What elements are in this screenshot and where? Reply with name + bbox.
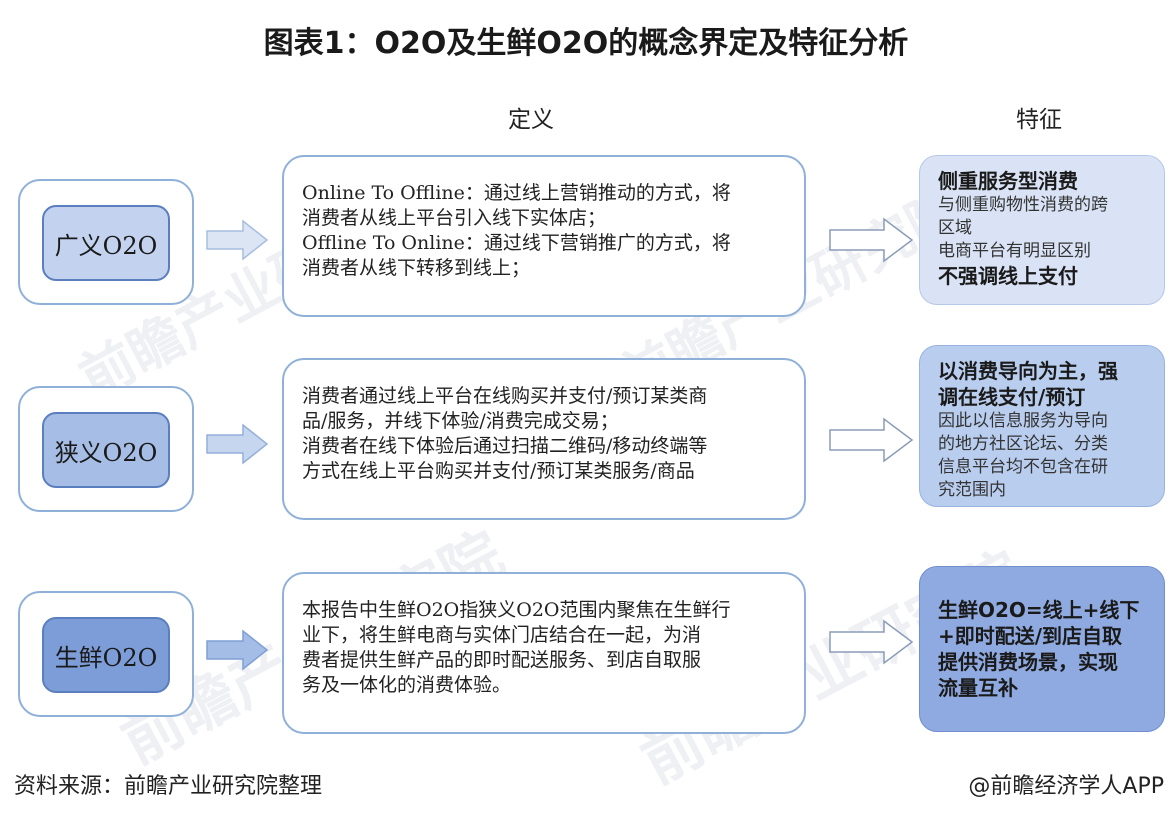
- source-note: 资料来源：前瞻产业研究院整理: [14, 774, 323, 799]
- concept-box-narrow: 狭义O2O: [18, 386, 194, 512]
- features-column-header: 特征: [1016, 107, 1062, 133]
- feature-line: 与侧重购物性消费的跨: [938, 195, 1108, 215]
- arrow-right-icon: [829, 417, 914, 463]
- definition-line: 方式在线上平台购买并支付/预订某类服务/商品: [302, 460, 695, 482]
- features-box-fresh: 生鲜O2O=线上+线下 +即时配送/到店自取 提供消费场景，实现 流量互补: [919, 566, 1165, 732]
- feature-line: 提供消费场景，实现: [938, 650, 1118, 674]
- arrow-right-icon: [206, 219, 269, 261]
- arrow-right-icon: [206, 629, 269, 671]
- feature-line: 侧重服务型消费: [938, 169, 1078, 193]
- definition-box-broad: Online To Offline：通过线上营销推动的方式，将 消费者从线上平台…: [282, 155, 806, 317]
- feature-line: +即时配送/到店自取: [938, 624, 1123, 648]
- definition-line: 品/服务，并线下体验/消费完成交易；: [302, 410, 619, 432]
- concept-box-fresh: 生鲜O2O: [18, 591, 194, 717]
- definition-line: 本报告中生鲜O2O指狭义O2O范围内聚焦在生鲜行: [302, 599, 731, 621]
- feature-line: 以消费导向为主，强: [938, 359, 1118, 383]
- arrow-right-icon: [206, 423, 269, 465]
- features-box-narrow: 以消费导向为主，强 调在线支付/预订 因此以信息服务为导向 的地方社区论坛、分类…: [919, 345, 1165, 507]
- concept-label-narrow: 狭义O2O: [42, 412, 170, 488]
- feature-line: 区域: [938, 218, 972, 238]
- feature-line: 不强调线上支付: [938, 264, 1078, 288]
- feature-line: 的地方社区论坛、分类: [938, 434, 1108, 454]
- feature-line: 信息平台均不包含在研: [938, 457, 1108, 477]
- definition-line: Offline To Online：通过线下营销推广的方式，将: [302, 232, 731, 254]
- definition-box-narrow: 消费者通过线上平台在线购买并支付/预订某类商 品/服务，并线下体验/消费完成交易…: [282, 358, 806, 520]
- feature-line: 究范围内: [938, 480, 1006, 500]
- definition-line: 业下，将生鲜电商与实体门店结合在一起，为消: [302, 624, 702, 646]
- definition-line: Online To Offline：通过线上营销推动的方式，将: [302, 182, 731, 204]
- feature-line: 电商平台有明显区别: [938, 241, 1091, 261]
- definition-line: 务及一体化的消费体验。: [302, 674, 512, 696]
- definition-column-header: 定义: [508, 107, 554, 133]
- feature-line: 因此以信息服务为导向: [938, 411, 1108, 431]
- concept-label-fresh: 生鲜O2O: [42, 617, 170, 693]
- feature-line: 调在线支付/预订: [938, 385, 1086, 409]
- definition-line: 费者提供生鲜产品的即时配送服务、到店自取服: [302, 649, 702, 671]
- definition-line: 消费者在线下体验后通过扫描二维码/移动终端等: [302, 435, 708, 457]
- concept-label-broad: 广义O2O: [42, 205, 170, 281]
- definition-line: 消费者从线下转移到线上；: [302, 257, 531, 279]
- feature-line: 生鲜O2O=线上+线下: [938, 598, 1140, 622]
- credit-note: @前瞻经济学人APP: [968, 774, 1164, 799]
- arrow-right-icon: [829, 217, 914, 263]
- page-title: 图表1：O2O及生鲜O2O的概念界定及特征分析: [263, 26, 909, 61]
- definition-line: 消费者从线上平台引入线下实体店；: [302, 207, 607, 229]
- feature-line: 流量互补: [938, 676, 1018, 700]
- definition-line: 消费者通过线上平台在线购买并支付/预订某类商: [302, 385, 708, 407]
- concept-box-broad: 广义O2O: [18, 179, 194, 305]
- definition-box-fresh: 本报告中生鲜O2O指狭义O2O范围内聚焦在生鲜行 业下，将生鲜电商与实体门店结合…: [282, 572, 806, 734]
- arrow-right-icon: [829, 619, 914, 665]
- features-box-broad: 侧重服务型消费 与侧重购物性消费的跨 区域 电商平台有明显区别 不强调线上支付: [919, 155, 1165, 305]
